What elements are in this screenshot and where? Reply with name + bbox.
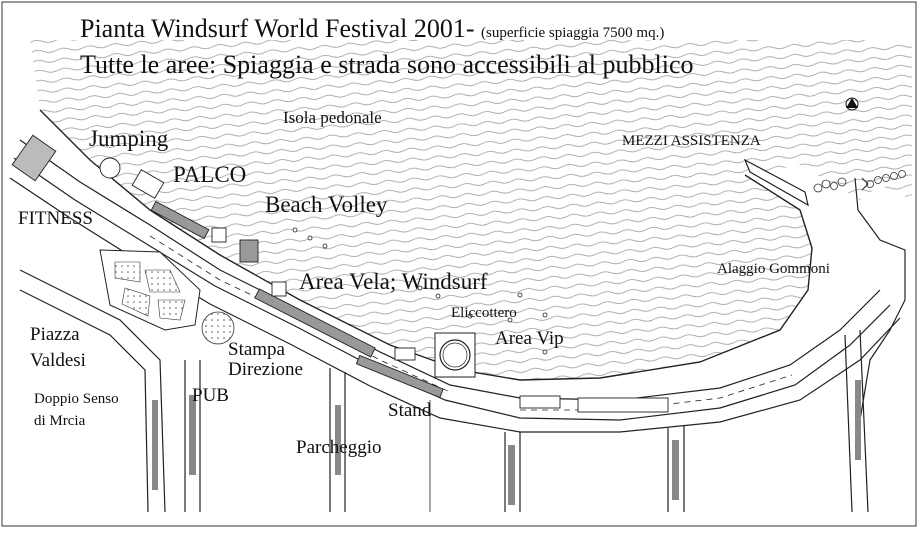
label-piazza: Piazza [30, 324, 80, 345]
label-isola-pedonale: Isola pedonale [283, 108, 382, 127]
buoys [292, 227, 548, 355]
label-parcheggio: Parcheggio [296, 437, 382, 458]
pier [854, 177, 906, 421]
shoreline [39, 109, 813, 381]
label-area-vela: Area Vela; Windsurf [299, 269, 488, 294]
piazza-gardens [99, 249, 235, 345]
label-beach-volley: Beach Volley [265, 192, 388, 217]
map-frame [1, 1, 917, 527]
label-direzione: Direzione [228, 359, 303, 380]
map-title-note: (superficie spiaggia 7500 mq.) [481, 25, 665, 41]
sea-area [30, 40, 912, 380]
breakwater [743, 158, 809, 207]
label-valdesi: Valdesi [30, 350, 86, 371]
label-eliccottero: Eliccottero [451, 305, 517, 321]
helipad-icon [434, 332, 476, 378]
label-stampa: Stampa [228, 339, 285, 360]
north-arrow-icon [845, 97, 859, 111]
label-stand: Stand [388, 400, 432, 421]
label-di-mrcia: di Mrcia [34, 413, 86, 429]
parked-cars [152, 380, 861, 505]
label-fitness: FITNESS [18, 208, 93, 229]
label-jumping: Jumping [89, 126, 169, 151]
map-subtitle: Tutte le aree: Spiaggia e strada sono ac… [80, 50, 694, 79]
side-streets [19, 269, 869, 513]
label-alaggio-gommoni: Alaggio Gommoni [717, 261, 830, 277]
label-area-vip: Area Vip [495, 328, 564, 349]
label-doppio-senso: Doppio Senso [34, 391, 119, 407]
label-pub: PUB [192, 385, 229, 406]
map-title: Pianta Windsurf World Festival 2001- (su… [80, 14, 665, 43]
label-mezzi-assistenza: MEZZI ASSISTENZA [622, 133, 761, 149]
rocks [813, 170, 906, 193]
label-palco: PALCO [173, 162, 247, 187]
beach-structures [11, 134, 669, 413]
